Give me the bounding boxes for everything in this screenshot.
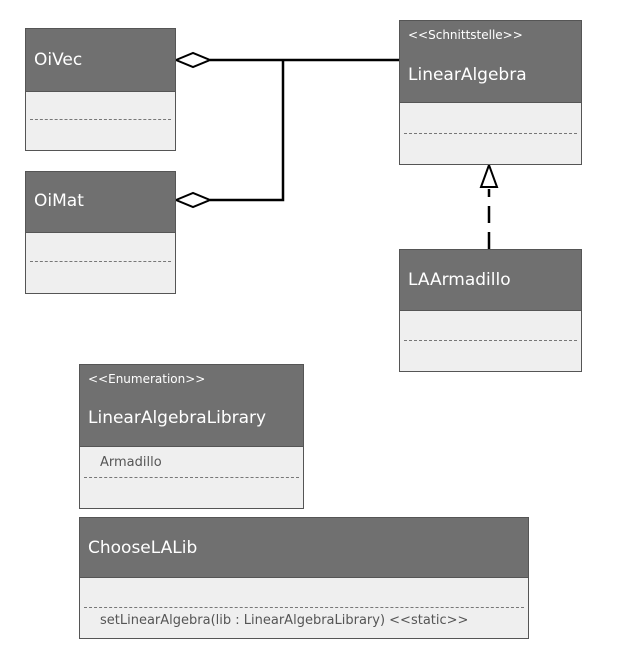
class-oimat[interactable]: OiMat (25, 171, 176, 294)
realization-arrowhead (479, 162, 499, 188)
aggregation-oimat-linearalgebra (173, 60, 285, 209)
class-linearalgebralibrary-divider (84, 477, 299, 478)
class-oivec[interactable]: OiVec (25, 28, 176, 151)
class-chooselalib[interactable]: ChooseLALib setLinearAlgebra(lib : Linea… (79, 517, 529, 639)
class-linearalgebra-name: LinearAlgebra (408, 65, 527, 85)
class-linearalgebra-divider (404, 133, 577, 134)
class-oimat-divider (30, 261, 171, 262)
class-linearalgebralibrary-stereotype: <<Enumeration>> (88, 372, 206, 386)
class-laarmadillo-divider (404, 340, 577, 341)
class-oivec-name: OiVec (34, 50, 83, 70)
class-laarmadillo-header: LAArmadillo (400, 250, 581, 311)
class-oivec-divider (30, 119, 171, 120)
aggregation-diamond-oimat (173, 191, 213, 209)
class-linearalgebralibrary-header: <<Enumeration>> LinearAlgebraLibrary (80, 365, 303, 447)
class-chooselalib-name: ChooseLALib (88, 538, 198, 558)
operation-setlinearalgebra: setLinearAlgebra(lib : LinearAlgebraLibr… (100, 613, 469, 628)
aggregation-oivec-linearalgebra (173, 51, 400, 69)
class-laarmadillo[interactable]: LAArmadillo (399, 249, 582, 372)
class-chooselalib-divider (84, 607, 524, 608)
class-linearalgebra-header: <<Schnittstelle>> LinearAlgebra (400, 21, 581, 103)
class-linearalgebra-stereotype: <<Schnittstelle>> (408, 28, 523, 42)
aggregation-line-oimat (210, 60, 285, 202)
class-oimat-name: OiMat (34, 191, 84, 211)
class-chooselalib-header: ChooseLALib (80, 518, 528, 578)
enum-literal-armadillo: Armadillo (100, 455, 162, 470)
aggregation-diamond-oivec (173, 51, 213, 69)
realization-laarmadillo-linearalgebra (479, 162, 499, 249)
class-linearalgebra[interactable]: <<Schnittstelle>> LinearAlgebra (399, 20, 582, 165)
class-oimat-header: OiMat (26, 172, 175, 233)
class-oivec-header: OiVec (26, 29, 175, 92)
class-linearalgebralibrary[interactable]: <<Enumeration>> LinearAlgebraLibrary Arm… (79, 364, 304, 509)
class-laarmadillo-name: LAArmadillo (408, 270, 511, 290)
class-linearalgebralibrary-name: LinearAlgebraLibrary (88, 408, 267, 428)
